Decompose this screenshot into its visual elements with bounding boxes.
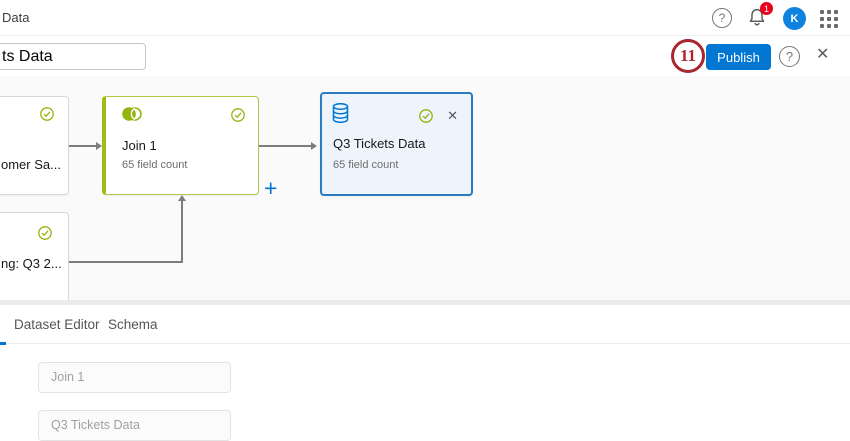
check-circle-icon (38, 226, 52, 240)
panel-divider (0, 300, 850, 305)
help-button[interactable]: ? (779, 46, 800, 67)
help-glyph: ? (785, 49, 794, 64)
avatar-initial: K (790, 12, 799, 25)
node-title: Q3 Tickets Data (333, 136, 426, 151)
node-q3-input[interactable]: ng: Q3 2... (0, 212, 69, 300)
dataset-name-input[interactable] (0, 43, 146, 70)
help-icon[interactable]: ? (712, 8, 732, 28)
annotation-number: 11 (679, 46, 697, 65)
node-join-1[interactable]: Join 1 65 field count (102, 96, 259, 195)
active-tab-indicator (0, 342, 6, 345)
node-title: ng: Q3 2... (1, 256, 62, 271)
join-icon (122, 107, 142, 121)
recipe-toolbar: 11 Publish ? ✕ (0, 37, 850, 76)
connector-line (69, 145, 97, 147)
avatar[interactable]: K (783, 7, 806, 30)
connector-line (69, 261, 183, 263)
node-title: Join 1 (122, 138, 157, 153)
connector-arrow (96, 142, 102, 150)
app-launcher-icon[interactable] (819, 9, 839, 29)
check-circle-icon (231, 108, 245, 122)
publish-button[interactable]: Publish (706, 44, 771, 70)
node-customer-sales[interactable]: omer Sa... (0, 96, 69, 195)
connector-line (259, 145, 311, 147)
node-q3-tickets-data[interactable]: ✕ Q3 Tickets Data 65 field count (320, 92, 473, 196)
connector-line (181, 201, 183, 263)
close-icon[interactable]: ✕ (816, 46, 830, 63)
remove-node-icon[interactable]: ✕ (447, 108, 458, 123)
node-title: omer Sa... (1, 157, 61, 172)
dataset-name-field[interactable]: Q3 Tickets Data (38, 410, 231, 441)
help-glyph: ? (718, 11, 726, 25)
node-field-count: 65 field count (122, 159, 188, 171)
check-circle-icon (40, 107, 54, 121)
breadcrumb: Data (2, 10, 30, 25)
database-icon (332, 103, 349, 123)
bottom-panel: Dataset Editor Schema Join 1 Q3 Tickets … (0, 305, 850, 441)
tab-rail (0, 343, 850, 344)
annotation-step-circle: 11 (671, 39, 705, 73)
tab-schema[interactable]: Schema (108, 317, 158, 332)
connector-arrow (178, 195, 186, 201)
connector-arrow (311, 142, 317, 150)
recipe-canvas[interactable]: + omer Sa... Join 1 65 field count (0, 76, 850, 300)
join-name-field[interactable]: Join 1 (38, 362, 231, 393)
notification-badge: 1 (760, 2, 773, 15)
check-circle-icon (419, 109, 433, 123)
add-node-plus-icon[interactable]: + (264, 175, 278, 201)
tab-dataset-editor[interactable]: Dataset Editor (14, 317, 100, 332)
notifications-button[interactable]: 1 (746, 2, 773, 30)
node-field-count: 65 field count (333, 159, 399, 171)
top-app-bar: Data ? 1 K (0, 0, 850, 36)
